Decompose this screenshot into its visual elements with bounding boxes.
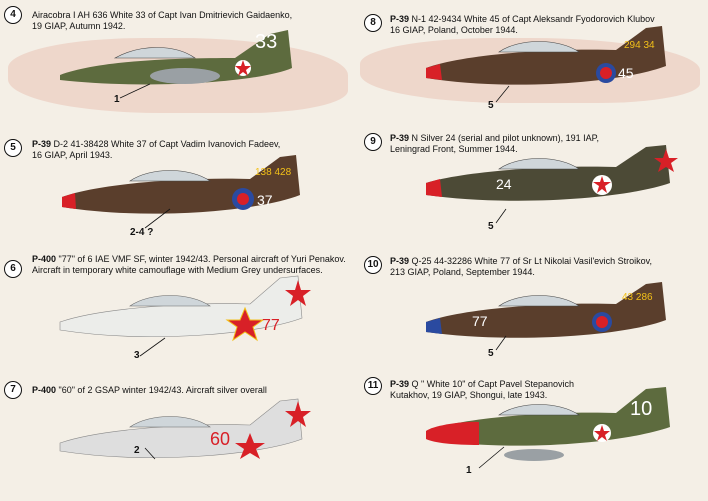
roundel-icon bbox=[237, 193, 249, 205]
callout-label: 5 bbox=[488, 100, 494, 111]
aircraft-profile: 43 286 77 bbox=[426, 282, 666, 351]
profile-number: 4 bbox=[4, 6, 22, 24]
profile-panel-7: 7 P-400 "60" of 2 GSAP winter 1942/43. A… bbox=[0, 375, 354, 500]
red-star-icon bbox=[654, 149, 678, 172]
profile-caption: P-400 "60" of 2 GSAP winter 1942/43. Air… bbox=[32, 385, 267, 395]
serial-number: 138 428 bbox=[255, 167, 292, 178]
callout-label: 5 bbox=[488, 221, 494, 232]
profile-number: 9 bbox=[364, 133, 382, 151]
tail-code: 77 bbox=[262, 317, 280, 334]
tail-code: 60 bbox=[210, 429, 230, 449]
profile-caption: P-39 D-2 41-38428 White 37 of Capt Vadim… bbox=[32, 139, 281, 160]
drop-tank bbox=[504, 449, 564, 461]
profile-number: 10 bbox=[364, 256, 382, 274]
profile-caption: Airacobra I AH 636 White 33 of Capt Ivan… bbox=[32, 10, 293, 31]
tail-code: 33 bbox=[255, 31, 277, 53]
red-star-icon bbox=[285, 280, 311, 306]
aircraft-profile: 10 bbox=[426, 387, 670, 469]
profile-panel-5: 5 P-39 D-2 41-38428 White 37 of Capt Vad… bbox=[0, 125, 354, 250]
profile-number: 5 bbox=[4, 139, 22, 157]
aircraft-profile: 24 bbox=[426, 145, 678, 224]
tail-code: 37 bbox=[257, 192, 273, 208]
profile-number: 7 bbox=[4, 381, 22, 399]
profile-number: 8 bbox=[364, 14, 382, 32]
profile-number: 6 bbox=[4, 260, 22, 278]
profile-caption: P-39 Q " White 10" of Capt Pavel Stepano… bbox=[390, 379, 574, 400]
aircraft-profile: 138 428 37 bbox=[62, 155, 300, 229]
profile-panel-11: 11 P-39 Q " White 10" of Capt Pavel Step… bbox=[354, 375, 708, 500]
callout-label: 2 bbox=[134, 445, 140, 456]
tail-code: 10 bbox=[630, 398, 652, 420]
tail-code: 24 bbox=[496, 176, 512, 192]
profile-panel-8: 8 P-39 N-1 42-9434 White 45 of Capt Alek… bbox=[354, 0, 708, 125]
callout-label: 2-4 ? bbox=[130, 227, 154, 238]
profile-panel-4: 4 Airacobra I AH 636 White 33 of Capt Iv… bbox=[0, 0, 354, 125]
profile-panel-6: 6 P-400 "77" of 6 IAE VMF SF, winter 194… bbox=[0, 250, 354, 375]
aircraft-profile: 77 bbox=[59, 275, 311, 357]
serial-number: 43 286 bbox=[622, 292, 653, 303]
aircraft-profile: 60 bbox=[59, 398, 311, 460]
callout-label: 1 bbox=[114, 94, 120, 105]
profile-number: 11 bbox=[364, 377, 382, 395]
aircraft-profile: 294 34 45 bbox=[426, 26, 666, 103]
roundel-icon bbox=[600, 67, 612, 79]
callout-label: 1 bbox=[466, 465, 472, 476]
profile-caption: P-400 "77" of 6 IAE VMF SF, winter 1942/… bbox=[32, 254, 346, 275]
serial-number: 294 34 bbox=[624, 40, 655, 51]
callout-label: 3 bbox=[134, 350, 140, 361]
profile-panel-10: 10 P-39 Q-25 44-32286 White 77 of Sr Lt … bbox=[354, 250, 708, 375]
profile-panel-9: 9 P-39 N Silver 24 (serial and pilot unk… bbox=[354, 125, 708, 250]
profile-caption: P-39 N-1 42-9434 White 45 of Capt Aleksa… bbox=[390, 14, 655, 35]
tail-code: 77 bbox=[472, 313, 488, 329]
aircraft-profile: 33 bbox=[60, 30, 292, 99]
callout-label: 5 bbox=[488, 348, 494, 359]
red-star-icon bbox=[285, 401, 311, 427]
tail-code: 45 bbox=[618, 65, 634, 81]
profile-caption: P-39 Q-25 44-32286 White 77 of Sr Lt Nik… bbox=[390, 256, 653, 277]
red-star-icon bbox=[594, 425, 610, 441]
roundel-icon bbox=[596, 316, 608, 328]
profile-caption: P-39 N Silver 24 (serial and pilot unkno… bbox=[390, 133, 599, 154]
red-star-icon bbox=[235, 60, 251, 76]
